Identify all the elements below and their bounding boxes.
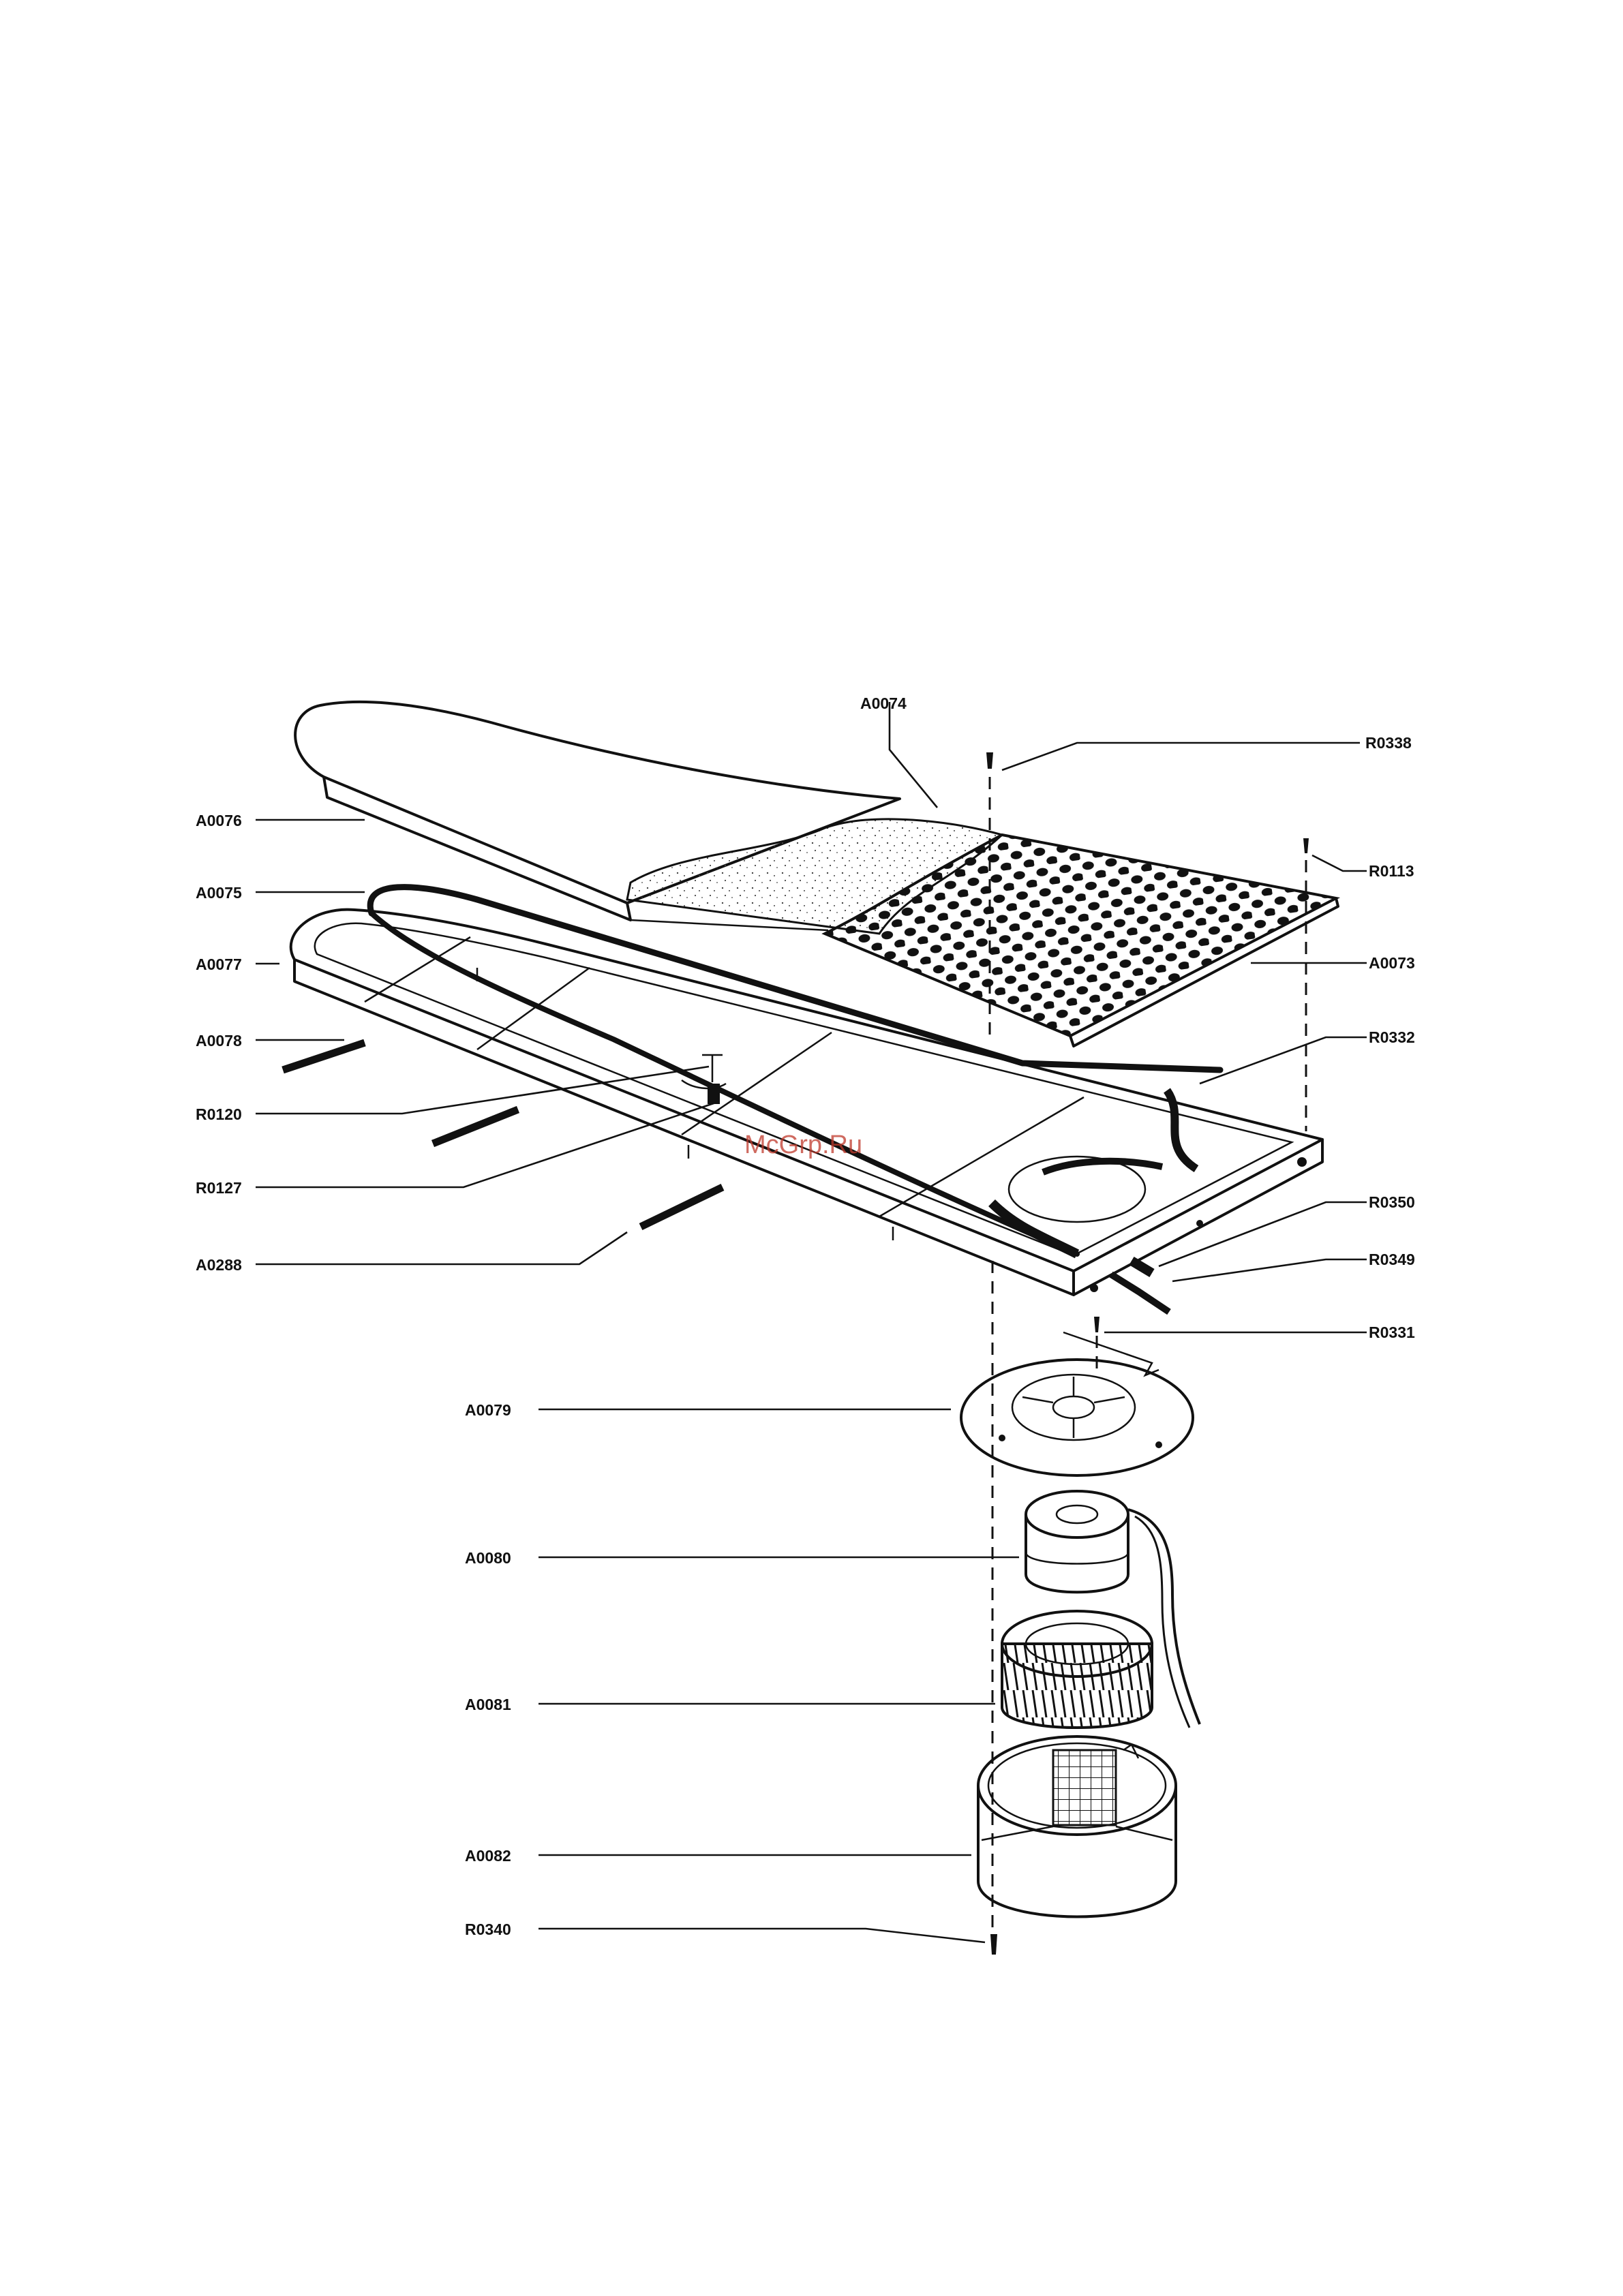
label-a0078: A0078 — [196, 1032, 242, 1050]
label-a0073: A0073 — [1369, 954, 1415, 972]
rod-a0078 — [283, 1043, 365, 1070]
label-r0350: R0350 — [1369, 1193, 1415, 1211]
label-r0332: R0332 — [1369, 1028, 1415, 1046]
label-r0349: R0349 — [1369, 1251, 1415, 1268]
screw-r0340 — [990, 1934, 997, 1955]
rod-r0127 — [433, 1109, 518, 1144]
watermark-text: McGrp.Ru — [744, 1131, 862, 1159]
label-a0077: A0077 — [196, 955, 242, 973]
label-a0082: A0082 — [465, 1847, 511, 1865]
label-a0081: A0081 — [465, 1696, 511, 1713]
screw-r0331 — [1094, 1317, 1099, 1332]
label-r0113: R0113 — [1369, 862, 1414, 880]
rod-a0288 — [641, 1187, 723, 1227]
label-r0127: R0127 — [196, 1179, 242, 1197]
label-a0074: A0074 — [860, 694, 907, 712]
label-a0079: A0079 — [465, 1401, 511, 1419]
label-a0076: A0076 — [196, 812, 242, 829]
fan-wheel-a0081 — [1002, 1611, 1152, 1728]
screw-r0338 — [986, 752, 993, 769]
motor-plate-a0079 — [961, 1332, 1193, 1475]
label-a0288: A0288 — [196, 1256, 242, 1274]
connector-r0349 — [1111, 1274, 1169, 1312]
label-r0120: R0120 — [196, 1105, 242, 1123]
screw-r0113 — [1303, 838, 1309, 853]
label-r0338: R0338 — [1365, 734, 1412, 752]
fan-housing-a0082 — [978, 1736, 1176, 1917]
label-a0080: A0080 — [465, 1549, 511, 1567]
connector-r0350 — [1132, 1261, 1152, 1273]
hose-r0332 — [1043, 1090, 1196, 1172]
label-r0331: R0331 — [1369, 1323, 1415, 1341]
label-r0340: R0340 — [465, 1920, 511, 1938]
label-a0075: A0075 — [196, 884, 242, 902]
